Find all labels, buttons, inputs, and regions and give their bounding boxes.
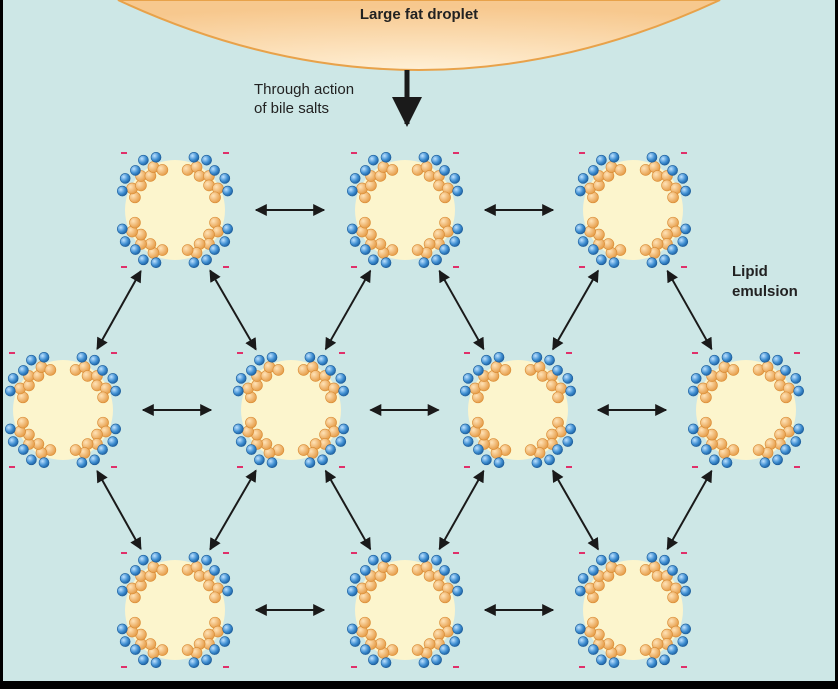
bile-salt-cluster: [752, 352, 804, 404]
emulsion-droplet: [347, 552, 463, 668]
bile-salt-cluster: [575, 152, 627, 204]
bile-salt-cluster: [639, 216, 691, 268]
bile-salt-cluster: [575, 552, 627, 604]
diagonal-arrow: [438, 269, 485, 351]
bile-salt-cluster: [181, 552, 233, 604]
diagonal-arrow: [552, 469, 599, 551]
bile-salt-cluster: [297, 352, 349, 404]
bile-salt-action-line1: Through action: [254, 81, 355, 98]
emulsion-droplet: [233, 352, 349, 468]
bile-salt-cluster: [69, 352, 121, 404]
lipid-emulsion-line2: emulsion: [732, 283, 798, 300]
bile-salt-cluster: [524, 416, 576, 468]
bile-salt-cluster: [411, 216, 463, 268]
bile-salt-cluster: [639, 616, 691, 668]
bile-salt-cluster: [347, 216, 399, 268]
bile-salt-cluster: [117, 216, 169, 268]
bile-salt-cluster: [347, 616, 399, 668]
bile-salt-cluster: [117, 152, 169, 204]
emulsion-droplets: [5, 152, 804, 668]
bile-salt-action-line2: of bile salts: [254, 100, 330, 117]
diagonal-arrow: [438, 469, 485, 551]
emulsion-droplet: [5, 352, 121, 468]
bile-salt-cluster: [524, 352, 576, 404]
bile-salt-cluster: [233, 352, 285, 404]
bile-salt-cluster: [460, 416, 512, 468]
bile-salt-cluster: [411, 552, 463, 604]
bile-salt-cluster: [575, 216, 627, 268]
bile-salt-cluster: [181, 152, 233, 204]
emulsion-droplet: [688, 352, 804, 468]
large-fat-droplet-text: Large fat droplet: [359, 6, 479, 23]
bile-salt-cluster: [233, 416, 285, 468]
bile-salt-cluster: [688, 352, 740, 404]
diagonal-arrow: [96, 470, 142, 550]
emulsion-arrows: [96, 204, 713, 616]
large-fat-droplet-label: Large fat droplet: [0, 6, 838, 23]
bile-salt-cluster: [347, 552, 399, 604]
bile-salt-cluster: [639, 152, 691, 204]
emulsion-droplet: [575, 152, 691, 268]
lipid-emulsion-label: Lipid emulsion: [732, 262, 832, 302]
emulsion-droplet: [347, 152, 463, 268]
bile-salt-cluster: [181, 616, 233, 668]
bile-salt-cluster: [347, 152, 399, 204]
diagonal-arrow: [666, 469, 713, 551]
lipid-emulsion-line1: Lipid: [732, 263, 768, 280]
bile-salt-cluster: [5, 352, 57, 404]
bile-salt-cluster: [688, 416, 740, 468]
bile-salt-cluster: [297, 416, 349, 468]
diagonal-arrow: [552, 269, 599, 351]
bile-salt-cluster: [639, 552, 691, 604]
emulsion-droplet: [117, 152, 233, 268]
emulsion-droplet: [117, 552, 233, 668]
bile-salt-cluster: [181, 216, 233, 268]
bile-salt-action-label: Through action of bile salts: [254, 80, 404, 118]
bile-salt-cluster: [117, 552, 169, 604]
diagonal-arrow: [209, 269, 257, 351]
bile-salt-cluster: [411, 152, 463, 204]
large-fat-droplet: [117, 0, 721, 71]
emulsion-droplet: [575, 552, 691, 668]
diagonal-arrow: [324, 269, 372, 351]
bile-salt-cluster: [460, 352, 512, 404]
diagonal-arrow: [324, 469, 372, 551]
bile-salt-cluster: [69, 416, 121, 468]
bile-salt-cluster: [575, 616, 627, 668]
diagonal-arrow: [96, 270, 142, 350]
bile-salt-cluster: [5, 416, 57, 468]
emulsion-droplet: [460, 352, 576, 468]
bile-salt-cluster: [411, 616, 463, 668]
diagonal-arrow: [209, 469, 257, 551]
diagonal-arrow: [666, 269, 713, 351]
bile-salt-cluster: [752, 416, 804, 468]
bile-salt-cluster: [117, 616, 169, 668]
